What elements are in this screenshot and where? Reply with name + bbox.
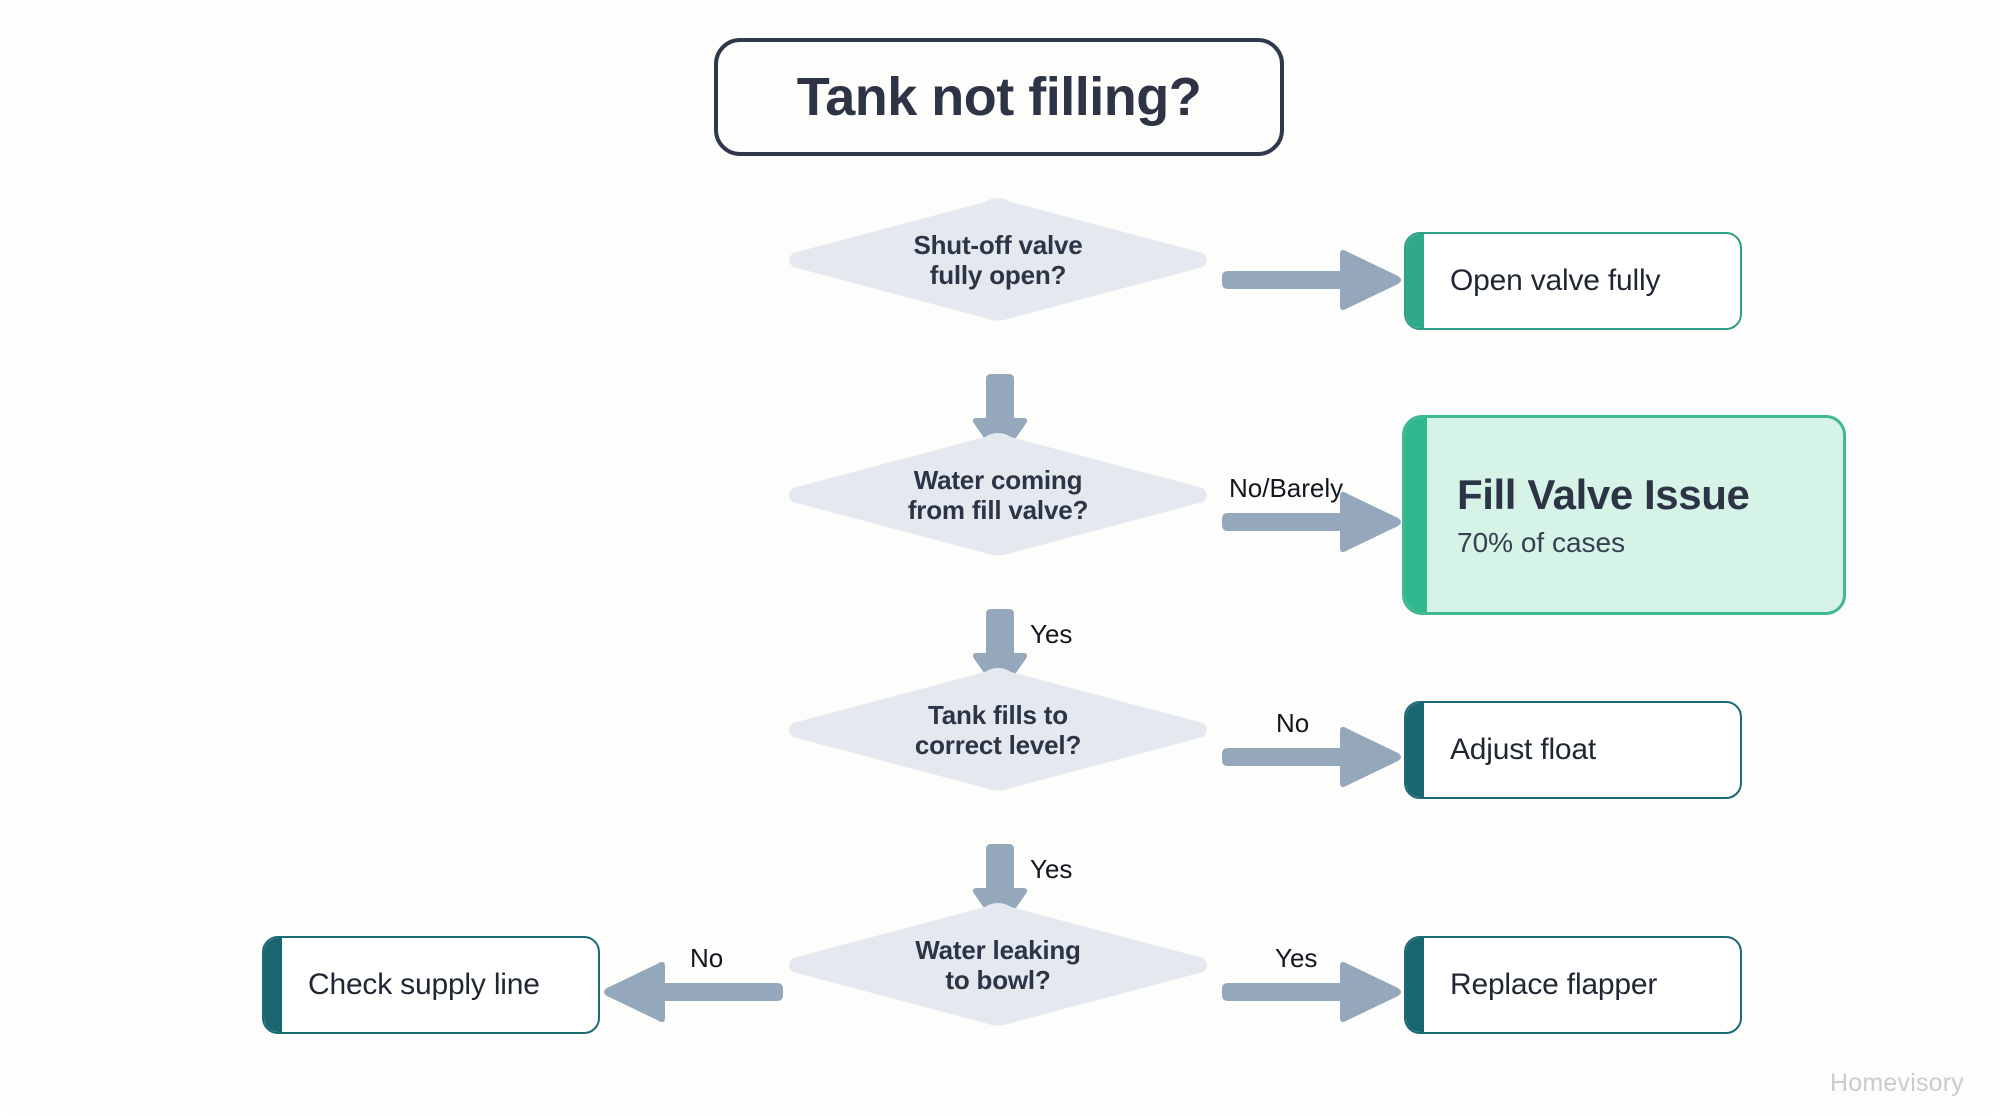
- card-title: Fill Valve Issue: [1457, 471, 1750, 518]
- arrow-right-waterleaking-to-replace-flapper: [1222, 961, 1401, 1023]
- card-accent-bar: [1406, 234, 1424, 328]
- card-accent-bar: [1405, 418, 1427, 612]
- result-card-open-valve-fully[interactable]: Open valve fully: [1404, 232, 1742, 330]
- diamond-shape-icon: [789, 198, 1207, 321]
- decision-label-line1: Water leaking: [915, 934, 1081, 965]
- decision-label-line1: Water coming: [913, 464, 1083, 495]
- diamond-shape-icon: [789, 903, 1207, 1026]
- result-card-replace-flapper[interactable]: Replace flapper: [1404, 936, 1742, 1034]
- diamond-shape-icon: [789, 668, 1207, 791]
- arrow-left-waterleaking-to-check-supply-line: [604, 961, 783, 1023]
- edge-label-yes-fillvalve: Yes: [1030, 619, 1073, 649]
- card-body: Adjust float: [1424, 733, 1740, 767]
- flowchart-title: Tank not filling?: [796, 67, 1202, 127]
- decision-label-line2: fully open?: [929, 260, 1067, 290]
- decision-label-line1: Shut-off valve: [913, 229, 1083, 260]
- decision-label: Water leaking to bowl?: [915, 935, 1081, 995]
- decision-label-line1: Tank fills to: [928, 699, 1068, 730]
- edge-label-yes-water-leaking: Yes: [1275, 943, 1318, 973]
- flowchart-title-box: Tank not filling?: [714, 38, 1284, 156]
- edge-label-no-water-leaking: No: [690, 943, 724, 973]
- decision-label-line2: to bowl?: [945, 965, 1051, 995]
- result-card-fill-valve-issue[interactable]: Fill Valve Issue 70% of cases: [1402, 415, 1846, 615]
- card-accent-bar: [1406, 703, 1424, 797]
- card-body: Fill Valve Issue 70% of cases: [1427, 471, 1843, 559]
- card-accent-bar: [264, 938, 282, 1032]
- arrow-right-shutoff-to-open-valve: [1222, 249, 1401, 311]
- arrow-right-fillvalve-to-issue: [1222, 491, 1401, 553]
- edge-label-no-tank-fills: No: [1276, 708, 1310, 738]
- decision-node-water-from-fill-valve[interactable]: Water coming from fill valve?: [783, 430, 1213, 560]
- card-body: Replace flapper: [1424, 968, 1740, 1002]
- result-card-check-supply-line[interactable]: Check supply line: [262, 936, 600, 1034]
- card-body: Check supply line: [282, 968, 598, 1002]
- edge-label-no-barely: No/Barely: [1229, 473, 1344, 503]
- watermark-homevisory: Homevisory: [1830, 1069, 1964, 1097]
- diamond-shape-icon: [789, 433, 1207, 556]
- decision-node-tank-fills-level[interactable]: Tank fills to correct level?: [783, 665, 1213, 795]
- decision-node-shutoff-valve[interactable]: Shut-off valve fully open?: [783, 195, 1213, 325]
- card-title: Adjust float: [1450, 733, 1597, 766]
- decision-node-water-leaking-bowl[interactable]: Water leaking to bowl?: [783, 900, 1213, 1030]
- card-title: Open valve fully: [1450, 264, 1661, 297]
- decision-label: Shut-off valve fully open?: [913, 230, 1082, 290]
- result-card-adjust-float[interactable]: Adjust float: [1404, 701, 1742, 799]
- card-subtitle: 70% of cases: [1457, 527, 1626, 558]
- edge-label-yes-tank-fills: Yes: [1030, 854, 1073, 884]
- card-body: Open valve fully: [1424, 264, 1740, 298]
- decision-label: Water coming from fill valve?: [907, 464, 1089, 525]
- decision-label: Tank fills to correct level?: [915, 700, 1081, 760]
- card-title: Replace flapper: [1450, 968, 1658, 1001]
- arrow-right-tankfills-to-adjust-float: [1222, 726, 1401, 788]
- decision-label-line2: from fill valve?: [907, 495, 1089, 525]
- card-title: Check supply line: [308, 968, 540, 1001]
- decision-label-line2: correct level?: [914, 730, 1082, 760]
- card-accent-bar: [1406, 938, 1424, 1032]
